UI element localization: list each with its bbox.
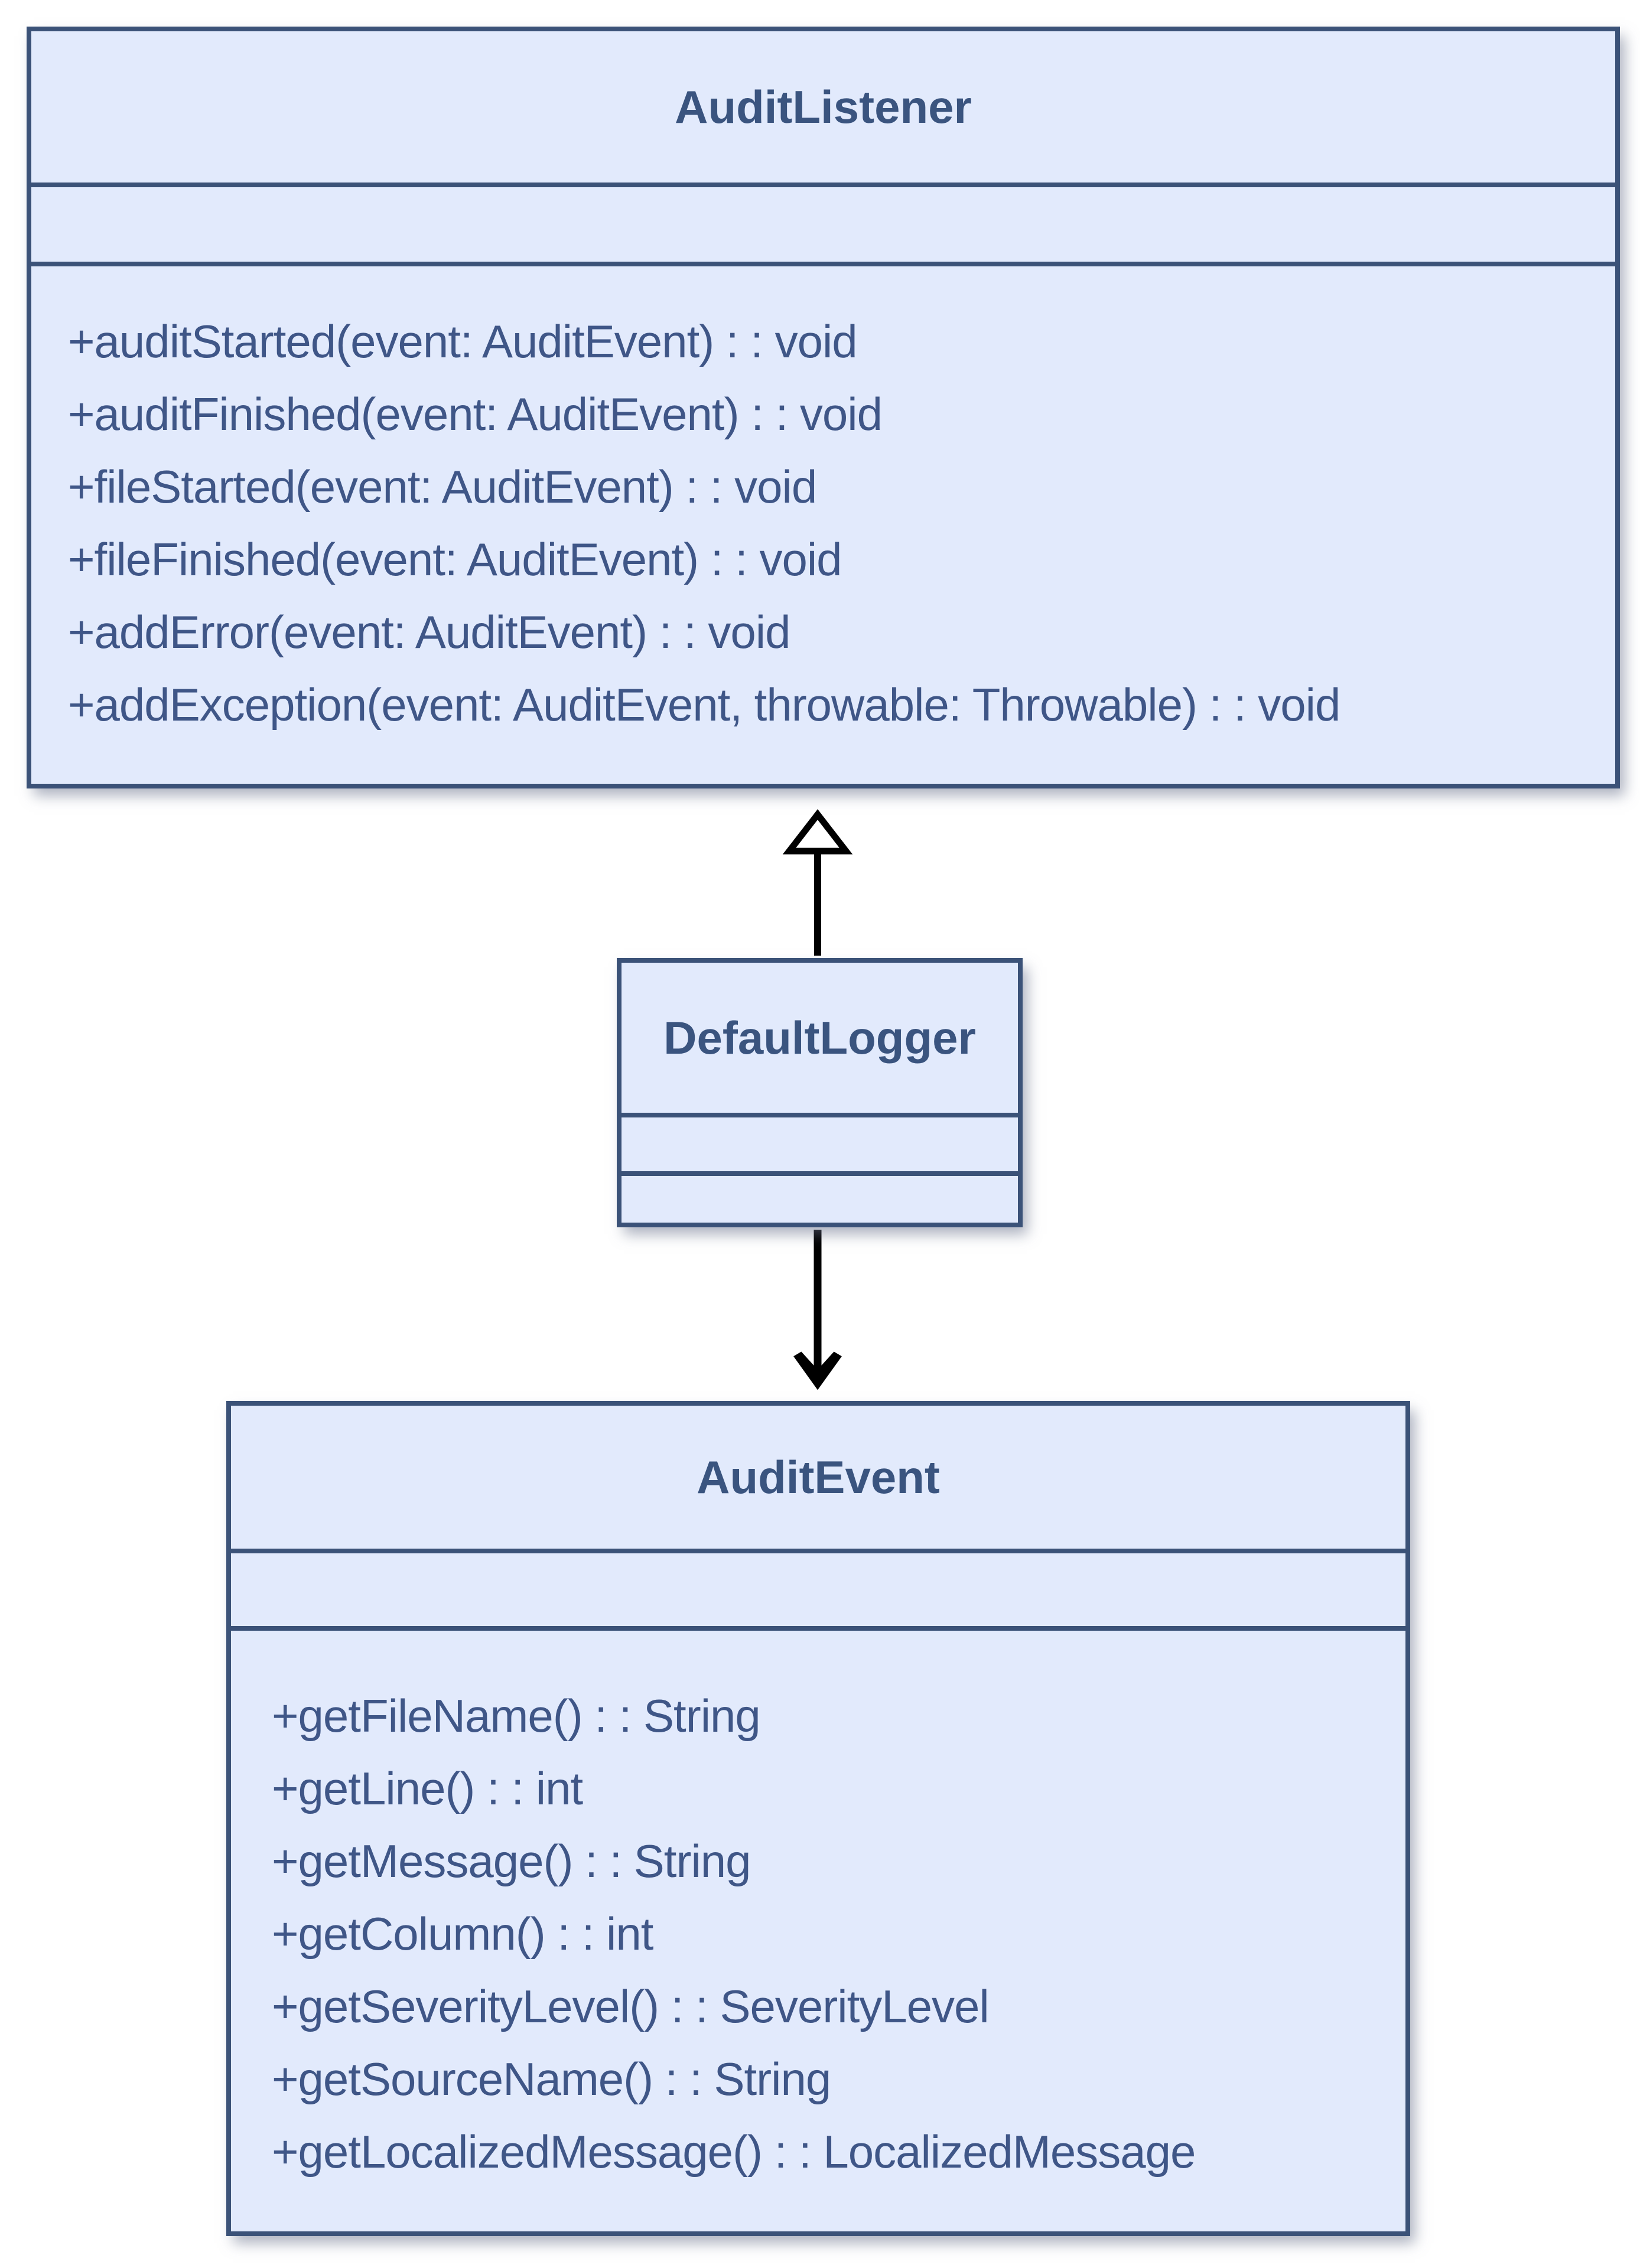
class-box-auditlistener: AuditListener +auditStarted(event: Audit… — [27, 27, 1620, 788]
method-signature: +getLine() : : int — [272, 1762, 583, 1814]
method-signature: +auditFinished(event: AuditEvent) : : vo… — [68, 388, 883, 440]
method-signature: +getMessage() : : String — [272, 1835, 751, 1887]
method-signature: +fileFinished(event: AuditEvent) : : voi… — [68, 533, 842, 585]
method-signature: +addException(event: AuditEvent, throwab… — [68, 679, 1340, 731]
class-box-auditevent: AuditEvent +getFileName() : : String+get… — [226, 1401, 1410, 2236]
method-signature: +getFileName() : : String — [272, 1690, 761, 1742]
class-title-auditlistener: AuditListener — [675, 80, 972, 133]
association-arrowhead-icon — [793, 1351, 842, 1390]
method-signature: +addError(event: AuditEvent) : : void — [68, 606, 791, 658]
class-title-auditevent: AuditEvent — [697, 1451, 940, 1503]
method-signature: +getColumn() : : int — [272, 1908, 653, 1960]
method-signature: +getSeverityLevel() : : SeverityLevel — [272, 1980, 990, 2032]
class-box-defaultlogger: DefaultLogger — [617, 958, 1023, 1227]
methods-compartment-defaultlogger — [621, 1171, 1018, 1223]
attributes-compartment-defaultlogger — [621, 1113, 1018, 1171]
method-signature: +auditStarted(event: AuditEvent) : : voi… — [68, 315, 858, 367]
realization-hollow-triangle-icon — [782, 809, 853, 855]
methods-compartment-auditlistener: +auditStarted(event: AuditEvent) : : voi… — [31, 262, 1615, 784]
method-signature: +getSourceName() : : String — [272, 2053, 831, 2105]
attributes-compartment-auditevent — [231, 1549, 1405, 1626]
methods-compartment-auditevent: +getFileName() : : String +getLine() : : … — [231, 1626, 1405, 2231]
attributes-compartment-auditlistener — [31, 183, 1615, 262]
class-title-defaultlogger: DefaultLogger — [663, 1011, 976, 1064]
method-signature: +fileStarted(event: AuditEvent) : : void — [68, 461, 817, 513]
method-signature: +getLocalizedMessage() : : LocalizedMess… — [272, 2126, 1196, 2178]
